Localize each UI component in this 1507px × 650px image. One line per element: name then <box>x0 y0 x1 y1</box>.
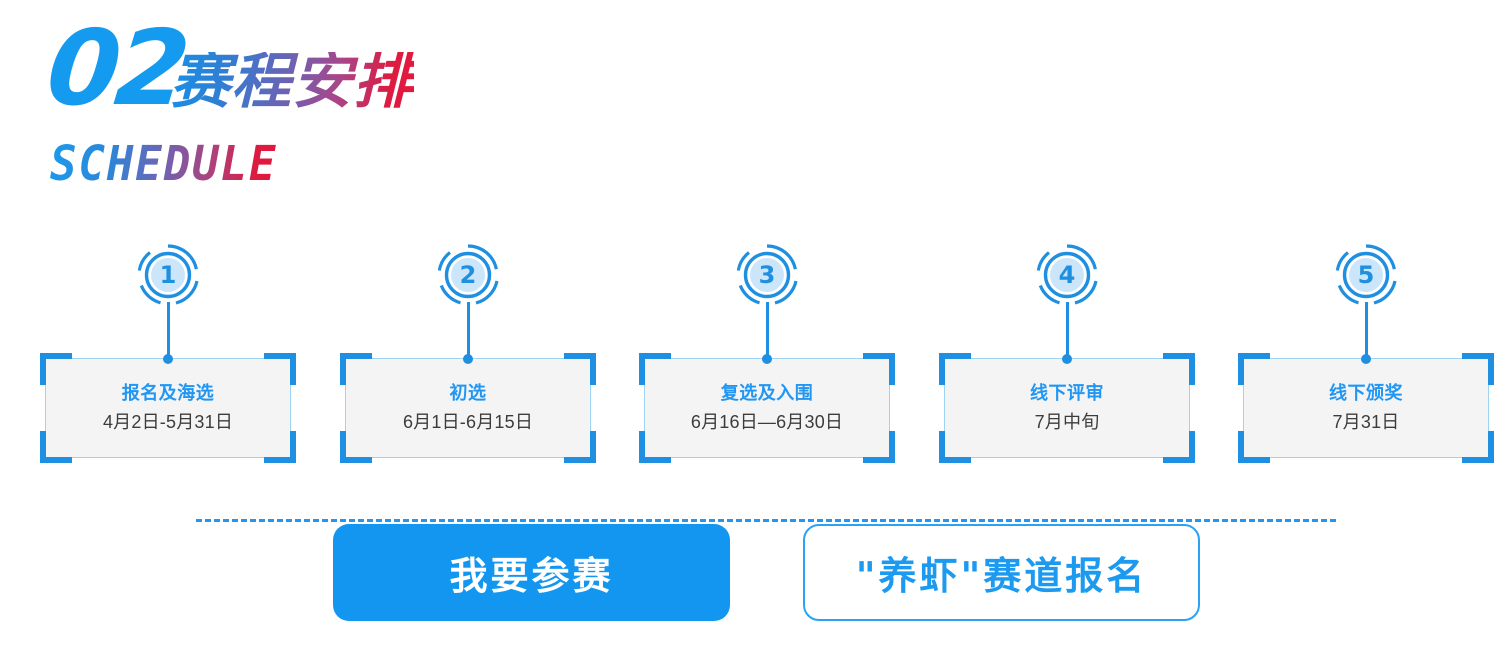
card-corner-top-left <box>1238 353 1270 385</box>
step-marker-circle-icon: 2 <box>433 240 503 310</box>
step-title: 线下颁奖 <box>1329 383 1403 403</box>
step-connector-stem <box>765 302 769 358</box>
step-marker-circle-icon: 5 <box>1331 240 1401 310</box>
card-corner-bottom-left <box>40 431 72 463</box>
step-connector-dot <box>762 354 772 364</box>
step-date: 6月16日—6月30日 <box>690 412 844 432</box>
step-connector-dot <box>163 354 173 364</box>
header-title-row: 02 赛程安排 <box>42 7 568 132</box>
card-corner-top-left <box>340 353 372 385</box>
card-corner-top-right <box>863 353 895 385</box>
section-header: 02 赛程安排 SCHEDULE <box>42 7 568 202</box>
step-connector-stem <box>1364 302 1368 358</box>
step-card[interactable]: 线下评审 7月中旬 <box>939 353 1195 463</box>
step-connector-dot <box>1361 354 1371 364</box>
card-corner-bottom-right <box>1163 431 1195 463</box>
step-number: 4 <box>1058 260 1076 289</box>
card-corner-top-left <box>939 353 971 385</box>
section-title-cn: 赛程安排 <box>170 47 414 117</box>
step-connector-stem <box>1065 302 1069 358</box>
step-date: 4月2日-5月31日 <box>102 412 234 432</box>
step-card[interactable]: 复选及入围 6月16日—6月30日 <box>639 353 895 463</box>
card-corner-bottom-left <box>1238 431 1270 463</box>
card-corner-bottom-right <box>1462 431 1494 463</box>
step-number: 3 <box>758 260 776 289</box>
timeline-dashed-connector <box>196 519 1336 522</box>
timeline-steps: 1 报名及海选 4月2日-5月31日 <box>0 240 1507 480</box>
step-connector-dot <box>1062 354 1072 364</box>
schedule-timeline: 1 报名及海选 4月2日-5月31日 <box>0 240 1507 522</box>
card-corner-top-left <box>639 353 671 385</box>
card-corner-bottom-left <box>639 431 671 463</box>
card-corner-top-right <box>1462 353 1494 385</box>
card-corner-bottom-right <box>863 431 895 463</box>
card-corner-top-right <box>1163 353 1195 385</box>
step-connector-dot <box>463 354 473 364</box>
step-date: 7月中旬 <box>1034 412 1100 432</box>
step-number: 5 <box>1357 260 1375 289</box>
step-card[interactable]: 报名及海选 4月2日-5月31日 <box>40 353 296 463</box>
card-corner-bottom-left <box>939 431 971 463</box>
card-corner-top-left <box>40 353 72 385</box>
step-title: 初选 <box>449 383 487 403</box>
step-number: 1 <box>159 260 177 289</box>
join-competition-button[interactable]: 我要参赛 <box>333 524 730 621</box>
step-connector-stem <box>166 302 170 358</box>
step-number: 2 <box>459 260 477 289</box>
action-buttons: 我要参赛 "养虾"赛道报名 <box>0 524 1507 624</box>
step-marker-circle-icon: 3 <box>732 240 802 310</box>
step-card[interactable]: 线下颁奖 7月31日 <box>1238 353 1494 463</box>
step-connector-stem <box>466 302 470 358</box>
card-corner-bottom-left <box>340 431 372 463</box>
step-marker-circle-icon: 4 <box>1032 240 1102 310</box>
card-corner-top-right <box>264 353 296 385</box>
step-card[interactable]: 初选 6月1日-6月15日 <box>340 353 596 463</box>
card-corner-bottom-right <box>564 431 596 463</box>
step-date: 6月1日-6月15日 <box>402 412 534 432</box>
section-title-en: SCHEDULE <box>50 136 278 192</box>
step-date: 7月31日 <box>1332 412 1400 432</box>
card-corner-bottom-right <box>264 431 296 463</box>
step-title: 线下评审 <box>1030 383 1104 403</box>
step-title: 报名及海选 <box>121 383 215 403</box>
step-title: 复选及入围 <box>720 383 814 403</box>
section-number: 02 <box>41 7 192 129</box>
card-corner-top-right <box>564 353 596 385</box>
shrimp-track-signup-button[interactable]: "养虾"赛道报名 <box>803 524 1200 621</box>
step-marker-circle-icon: 1 <box>133 240 203 310</box>
